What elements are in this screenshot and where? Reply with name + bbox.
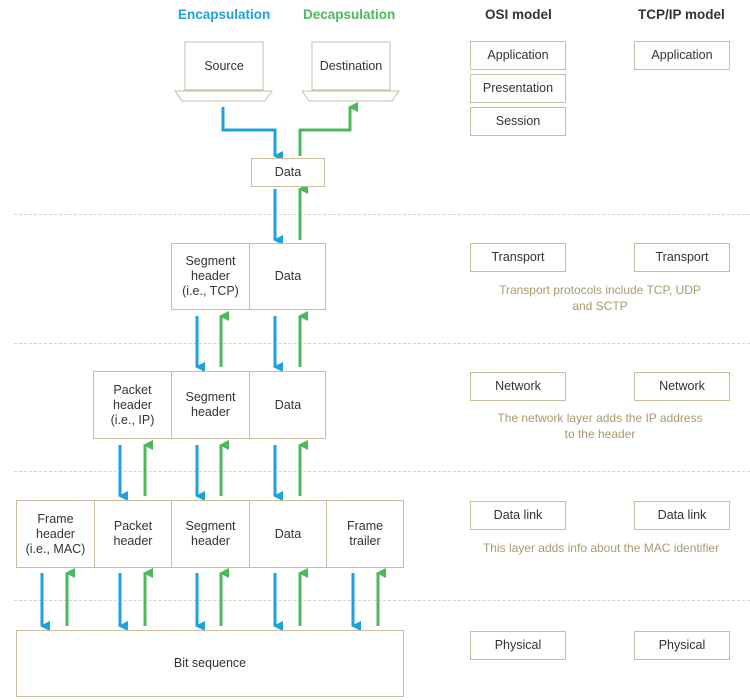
frame-header-cell: Frame header (i.e., MAC): [25, 511, 86, 556]
encapsulation-heading: Encapsulation: [178, 7, 271, 22]
osi-presentation-box: Presentation: [470, 74, 566, 103]
separator-line: [14, 600, 750, 601]
osi-transport-box: Transport: [470, 243, 566, 272]
tcpip-transport-box: Transport: [634, 243, 730, 272]
network-row: Packet header (i.e., IP) Segment header …: [93, 371, 326, 439]
data-cell: Data: [249, 244, 326, 309]
tcpip-application-box: Application: [634, 41, 730, 70]
datalink-row: Frame header (i.e., MAC) Packet header S…: [16, 500, 404, 568]
separator-line: [14, 343, 750, 344]
source-laptop-icon: [174, 41, 273, 102]
osi-session-box: Session: [470, 107, 566, 136]
osi-model-heading: OSI model: [485, 7, 552, 22]
tcpip-datalink-box: Data link: [634, 501, 730, 530]
separator-line: [14, 214, 750, 215]
network-note: The network layer adds the IP address to…: [497, 411, 703, 441]
decapsulation-heading: Decapsulation: [303, 7, 396, 22]
tcpip-model-heading: TCP/IP model: [638, 7, 725, 22]
segment-header-cell: Segment header: [171, 372, 249, 438]
segment-header-cell: Segment header: [171, 501, 249, 567]
osi-network-box: Network: [470, 372, 566, 401]
separator-line: [14, 471, 750, 472]
destination-laptop-icon: [301, 41, 400, 102]
packet-header-cell: Packet header (i.e., IP): [110, 382, 155, 427]
transport-note: Transport protocols include TCP, UDP and…: [499, 283, 701, 313]
data-cell: Data: [249, 501, 326, 567]
destination-label: Destination: [319, 58, 383, 73]
frame-trailer-cell: Frame trailer: [326, 501, 403, 567]
decapsulation-arrow: [298, 102, 358, 156]
osi-application-box: Application: [470, 41, 566, 70]
datalink-note: This layer adds info about the MAC ident…: [482, 541, 720, 555]
osi-datalink-box: Data link: [470, 501, 566, 530]
source-label: Source: [204, 58, 244, 73]
data-cell: Data: [249, 372, 326, 438]
transport-row: Segment header (i.e., TCP) Data: [171, 243, 326, 310]
osi-physical-box: Physical: [470, 631, 566, 660]
encapsulation-arrow: [221, 107, 283, 161]
tcpip-physical-box: Physical: [634, 631, 730, 660]
bit-sequence-box: Bit sequence: [16, 630, 404, 697]
packet-header-cell: Packet header: [94, 501, 171, 567]
tcpip-network-box: Network: [634, 372, 730, 401]
application-data-box: Data: [251, 158, 325, 187]
segment-header-cell: Segment header (i.e., TCP): [182, 254, 239, 298]
